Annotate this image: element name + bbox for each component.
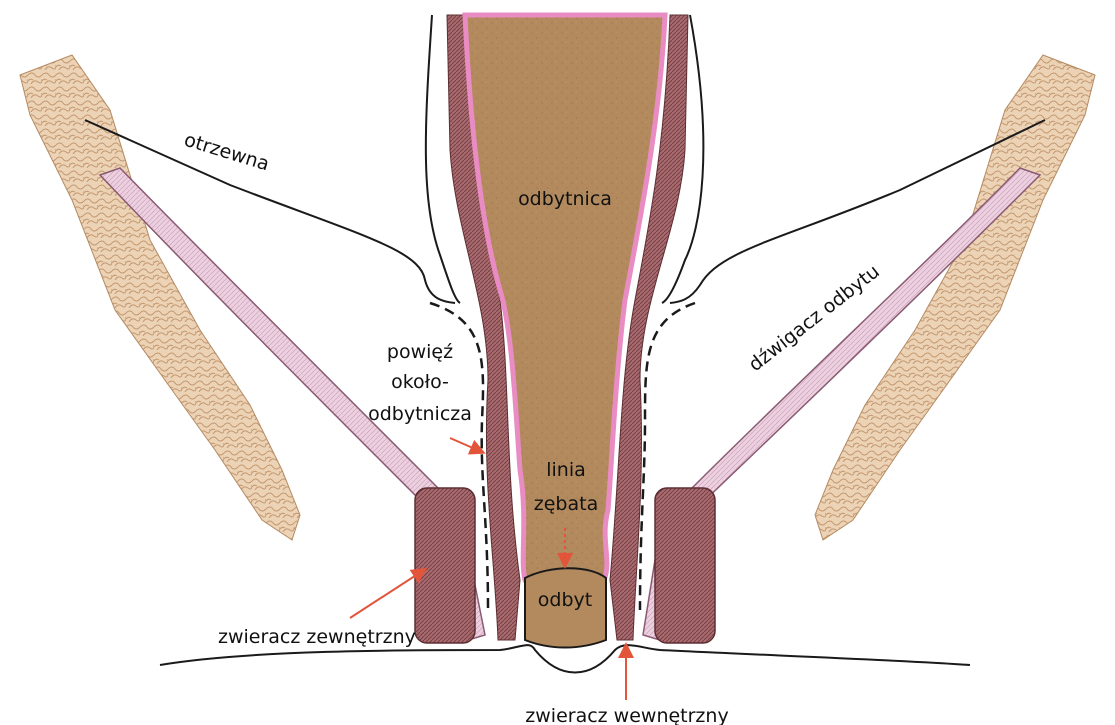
pelvic-bone-left bbox=[20, 55, 300, 540]
label-internal-sphincter: zwieracz wewnętrzny bbox=[525, 705, 728, 725]
external-sphincter-left bbox=[415, 488, 475, 643]
label-fascia-2: około- bbox=[391, 371, 449, 393]
label-dentate-2: zębata bbox=[534, 493, 598, 515]
label-external-sphincter: zwieracz zewnętrzny bbox=[218, 626, 416, 648]
label-dentate-1: linia bbox=[546, 459, 586, 481]
external-sphincter-right bbox=[655, 488, 715, 643]
skin-line bbox=[160, 645, 970, 672]
label-anus: odbyt bbox=[538, 589, 592, 611]
label-fascia-1: powięź bbox=[387, 341, 453, 363]
arrow-external-sphincter bbox=[350, 570, 424, 618]
label-fascia-3: odbytnicza bbox=[368, 403, 472, 425]
label-rectum: odbytnica bbox=[518, 188, 612, 210]
arrow-fascia bbox=[450, 438, 482, 452]
label-levator: dźwigacz odbytu bbox=[745, 260, 884, 376]
